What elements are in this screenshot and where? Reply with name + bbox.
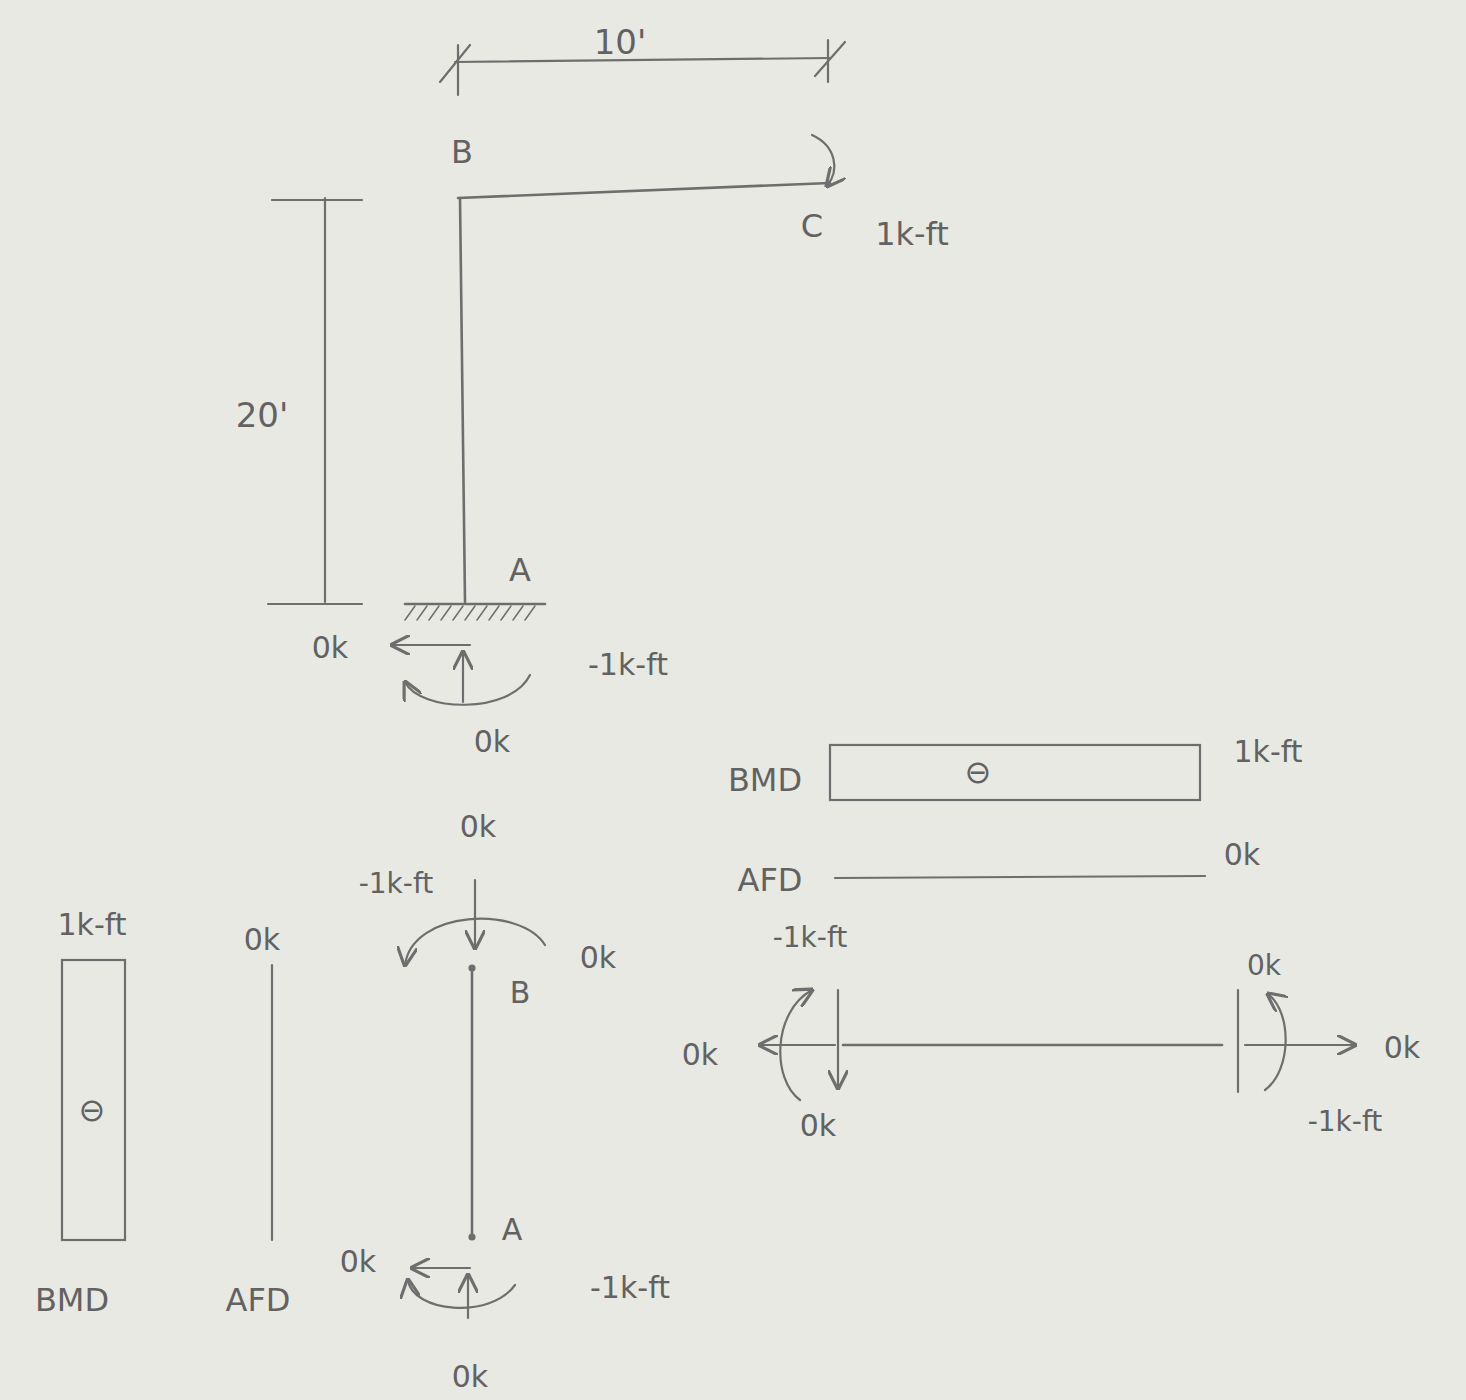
fixed-support (405, 603, 545, 606)
joint-dot (470, 1235, 475, 1240)
column-member (471, 970, 474, 1235)
dimension-label: 20' (236, 398, 289, 432)
moment-value: 1k-ft (57, 910, 126, 940)
moment-value: 1k-ft (1233, 737, 1302, 767)
bending-moment-diagram (830, 745, 1200, 800)
axial-force-diagram (271, 965, 273, 1240)
force-arrow (467, 1275, 469, 1318)
reaction-moment (405, 675, 530, 705)
column-member (460, 198, 465, 602)
diagram-title: BMD (728, 764, 802, 796)
reaction-arrow (462, 652, 464, 702)
sign-symbol: ⊖ (79, 1094, 106, 1126)
force-label: 0k (1247, 952, 1281, 980)
dimension-line (324, 198, 326, 602)
end-moment (780, 990, 812, 1100)
force-label: 0k (1384, 1033, 1420, 1063)
moment-label: -1k-ft (359, 870, 434, 898)
diagram-title: AFD (226, 1284, 291, 1316)
end-moment (405, 919, 545, 965)
moment-label: -1k-ft (590, 1273, 670, 1303)
joint-label: B (451, 136, 473, 168)
end-moment (408, 1280, 515, 1308)
applied-moment (812, 135, 834, 186)
dimension-label: 10' (594, 25, 647, 59)
diagram-title: BMD (35, 1284, 109, 1316)
force-arrow (1245, 1044, 1355, 1046)
reaction-arrow (392, 644, 470, 646)
reaction-label: -1k-ft (588, 650, 668, 680)
section-cut (1237, 990, 1239, 1092)
load-label: 1k-ft (875, 218, 949, 250)
joint-dot (470, 966, 475, 971)
joint-label: B (510, 978, 531, 1008)
support-hatching (405, 606, 535, 620)
force-label: 0k (452, 1362, 488, 1392)
reaction-label: 0k (474, 727, 510, 757)
joint-label: A (509, 554, 531, 586)
force-arrow (760, 1044, 835, 1046)
moment-label: -1k-ft (1308, 1108, 1383, 1136)
force-arrow (837, 990, 839, 1088)
force-label: 0k (340, 1247, 376, 1277)
force-label: 0k (800, 1111, 836, 1141)
reaction-label: 0k (312, 633, 348, 663)
force-arrow (412, 1267, 470, 1269)
force-arrow (474, 880, 476, 948)
force-label: 0k (460, 812, 496, 842)
joint-label: C (801, 210, 823, 242)
moment-label: -1k-ft (773, 924, 848, 952)
end-moment (1265, 994, 1286, 1090)
force-value: 0k (244, 925, 280, 955)
beam-member (843, 1044, 1222, 1047)
diagram-title: AFD (738, 864, 803, 896)
sign-symbol: ⊖ (965, 756, 992, 788)
beam-member (458, 183, 830, 198)
force-label: 0k (580, 943, 616, 973)
axial-force-diagram (835, 876, 1205, 878)
bending-moment-diagram (62, 960, 125, 1240)
force-label: 0k (682, 1040, 718, 1070)
joint-label: A (502, 1215, 523, 1245)
force-value: 0k (1224, 840, 1260, 870)
